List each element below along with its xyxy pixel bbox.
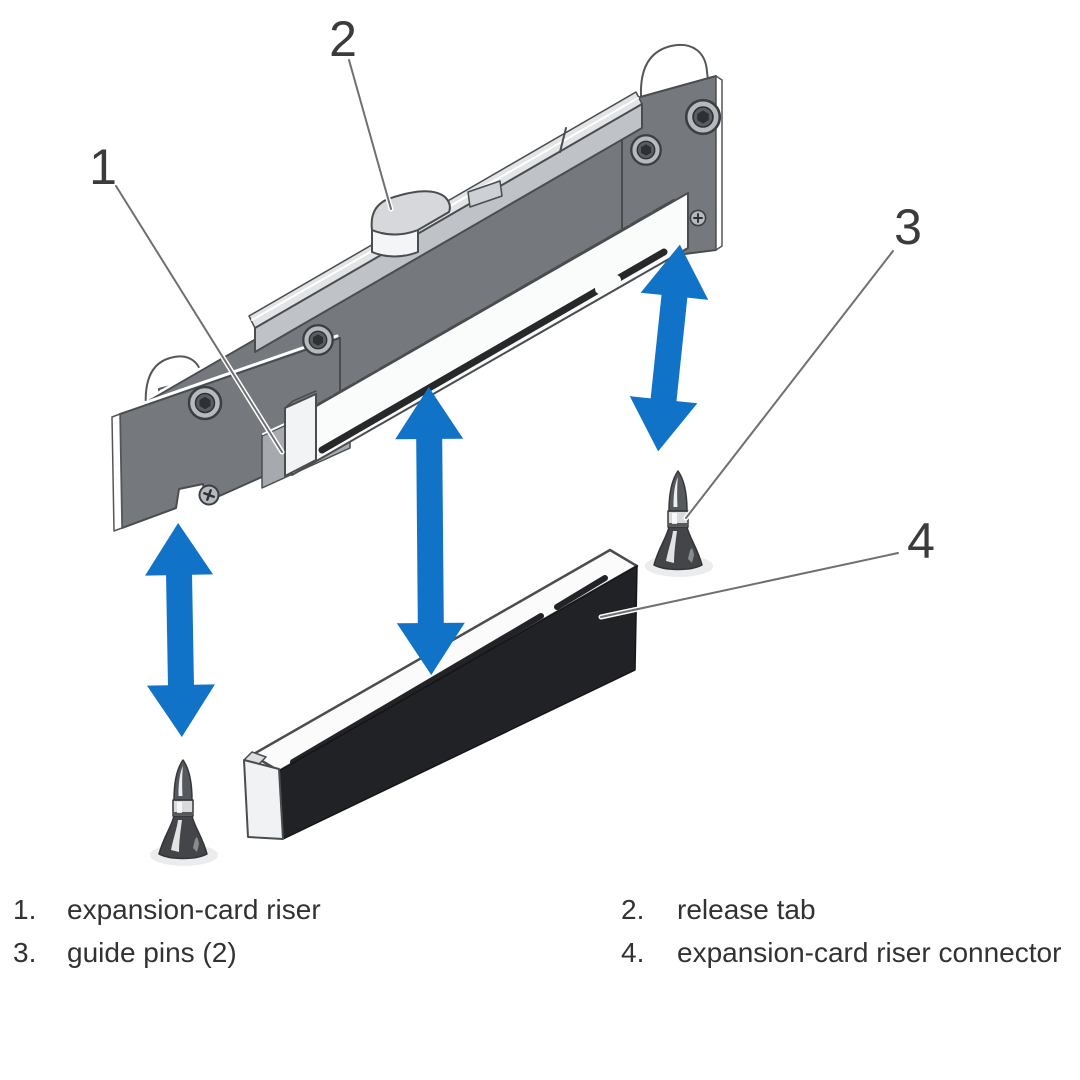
rail-small-tab (467, 180, 503, 208)
motion-arrow-left (145, 523, 215, 737)
leader-line-3 (685, 250, 894, 519)
motion-arrow-right (629, 244, 709, 452)
riser-mounting-bracket-left (119, 337, 341, 529)
bracket-curved-tab-right (639, 43, 709, 100)
leader-lines (113, 57, 901, 620)
legend-number-4: 4. (621, 937, 645, 968)
callout-number-4: 4 (907, 513, 935, 569)
legend-label-riser-connector: expansion-card riser connector (677, 937, 1062, 968)
legend-label-guide-pins: guide pins (2) (67, 937, 237, 968)
legend-label-expansion-card-riser: expansion-card riser (67, 894, 321, 925)
legend-number-2: 2. (621, 894, 645, 925)
legend-number-1: 1. (13, 894, 37, 925)
legend-number-3: 3. (13, 937, 37, 968)
expansion-card-riser-connector (243, 548, 639, 840)
riser-card-edge-connector (284, 192, 689, 477)
legend-label-release-tab: release tab (677, 894, 816, 925)
leader-line-4 (600, 552, 899, 618)
callout-number-1: 1 (89, 139, 117, 195)
motion-arrow-middle (395, 387, 465, 675)
callout-number-2: 2 (329, 11, 357, 67)
leader-line-1 (115, 185, 283, 453)
callout-number-3: 3 (894, 199, 922, 255)
expansion-card-riser (111, 43, 723, 532)
leader-line-2 (348, 59, 392, 210)
